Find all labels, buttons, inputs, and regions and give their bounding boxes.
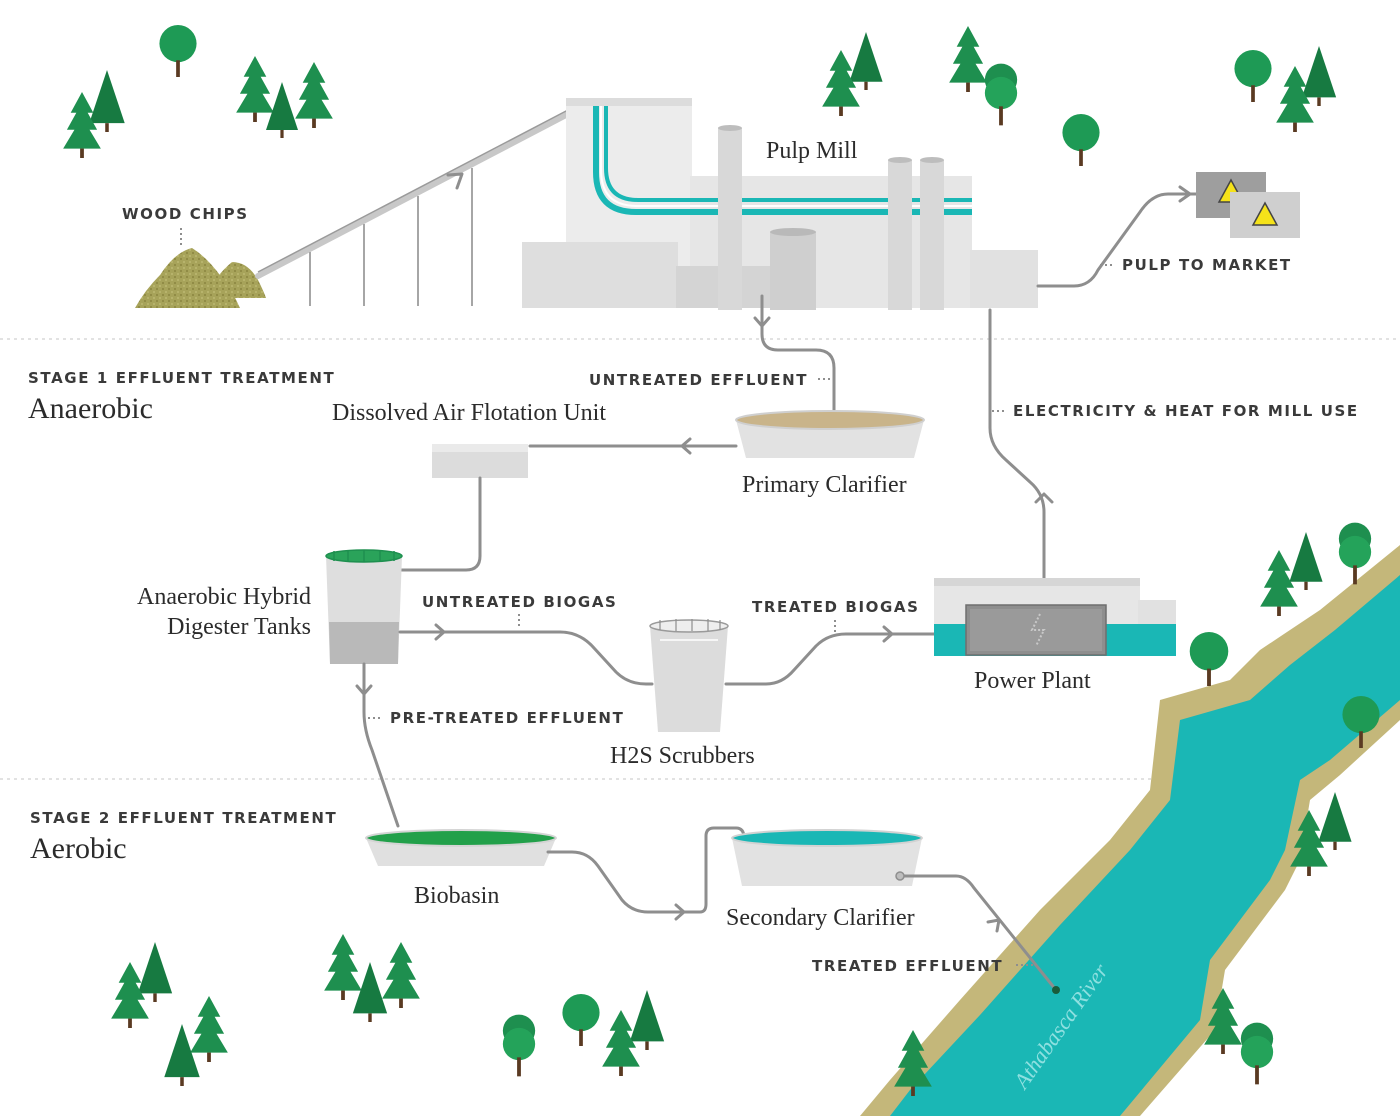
stage1-title: Anaerobic xyxy=(28,392,153,425)
tree-icon xyxy=(324,934,362,1000)
tree-icon xyxy=(1062,114,1100,166)
electricity-arrow-icon xyxy=(1034,492,1054,504)
secondary-clarifier xyxy=(731,829,923,886)
tree-icon xyxy=(111,962,149,1028)
untreated-biogas-label: UNTREATED BIOGAS xyxy=(422,593,617,611)
conveyor-arrow-icon xyxy=(446,172,464,190)
tree-icon xyxy=(236,56,274,122)
secondary-clarifier-label: Secondary Clarifier xyxy=(726,905,915,931)
flow-arrow-icon xyxy=(882,625,894,643)
treated-effluent-pipe xyxy=(898,874,1058,992)
tree-icon xyxy=(137,942,173,1002)
biobasin-to-clarifier-pipe xyxy=(546,826,746,914)
digester-label-line1: Anaerobic Hybrid xyxy=(137,584,311,610)
tree-icon xyxy=(849,32,883,90)
biobasin xyxy=(365,829,557,866)
treated-biogas-label: TREATED BIOGAS xyxy=(752,598,920,616)
wood-chips-label: WOOD CHIPS xyxy=(122,205,249,223)
power-plant-label: Power Plant xyxy=(974,668,1091,694)
untreated-biogas-pipe xyxy=(398,630,654,686)
stage2-caption: STAGE 2 EFFLUENT TREATMENT xyxy=(30,809,337,827)
daf-unit-label: Dissolved Air Flotation Unit xyxy=(332,400,606,426)
untreated-effluent-label: UNTREATED EFFLUENT xyxy=(589,371,808,389)
digester-label-line2: Digester Tanks xyxy=(167,614,311,640)
tree-icon xyxy=(984,63,1018,126)
treated-effluent-label: TREATED EFFLUENT xyxy=(812,957,1003,975)
pulp-pipe xyxy=(1036,192,1198,288)
electricity-heat-label: ELECTRICITY & HEAT FOR MILL USE xyxy=(1013,402,1359,420)
effluent-pipe xyxy=(760,294,836,412)
flow-arrow-icon xyxy=(986,918,1001,933)
lightning-icon xyxy=(1030,613,1046,647)
outfall-valve-icon xyxy=(895,871,905,881)
warning-icon xyxy=(1251,201,1279,226)
tree-icon xyxy=(562,994,600,1046)
daf-unit xyxy=(432,444,528,478)
tree-icon xyxy=(89,70,125,132)
tree-icon xyxy=(1289,532,1323,590)
biobasin-label: Biobasin xyxy=(414,883,499,909)
tree-icon xyxy=(629,990,665,1050)
tree-icon xyxy=(159,25,197,77)
tree-icon xyxy=(602,1010,640,1076)
conveyor xyxy=(255,109,571,306)
flow-arrow-icon xyxy=(674,903,686,921)
daf-to-digester-pipe xyxy=(398,476,482,572)
primary-clarifier xyxy=(735,410,925,458)
stage1-caption: STAGE 1 EFFLUENT TREATMENT xyxy=(28,369,335,387)
tree-icon xyxy=(1276,66,1314,132)
tree-icon xyxy=(822,50,860,116)
primary-clarifier-label: Primary Clarifier xyxy=(742,472,907,498)
tree-icon xyxy=(949,26,987,92)
pulp-mill-label: Pulp Mill xyxy=(766,138,858,164)
tree-icon xyxy=(63,92,101,158)
tree-icon xyxy=(295,62,333,128)
flow-arrow-icon xyxy=(434,623,446,641)
effluent-arrow-icon xyxy=(753,316,771,328)
digester-tanks xyxy=(325,549,403,664)
flow-arrow-icon xyxy=(680,437,692,455)
pulp-to-market-label: PULP TO MARKET xyxy=(1122,256,1292,274)
tree-icon xyxy=(1260,550,1298,616)
tree-icon xyxy=(1301,46,1337,106)
pre-treated-effluent-label: PRE-TREATED EFFLUENT xyxy=(390,709,624,727)
h2s-scrubbers xyxy=(649,619,729,732)
electricity-pipe xyxy=(988,308,1046,580)
tree-icon xyxy=(352,962,388,1022)
tree-icon xyxy=(1189,632,1229,686)
outfall-point-icon xyxy=(1052,986,1060,994)
wood-chips-pile xyxy=(135,248,266,308)
tree-icon xyxy=(502,1014,536,1077)
treated-biogas-pipe xyxy=(724,632,936,686)
pulp-arrow-icon xyxy=(1178,185,1192,203)
h2s-scrubbers-label: H2S Scrubbers xyxy=(610,743,755,769)
tree-icon xyxy=(190,996,228,1062)
pre-treated-effluent-pipe xyxy=(362,662,400,828)
tree-icon xyxy=(1234,50,1272,102)
tree-icon xyxy=(382,942,420,1008)
flow-arrow-icon xyxy=(355,684,373,696)
pulp-bales xyxy=(1196,172,1300,238)
stage2-title: Aerobic xyxy=(30,832,127,865)
power-plant xyxy=(934,578,1176,656)
pulp-mill xyxy=(522,98,1038,310)
